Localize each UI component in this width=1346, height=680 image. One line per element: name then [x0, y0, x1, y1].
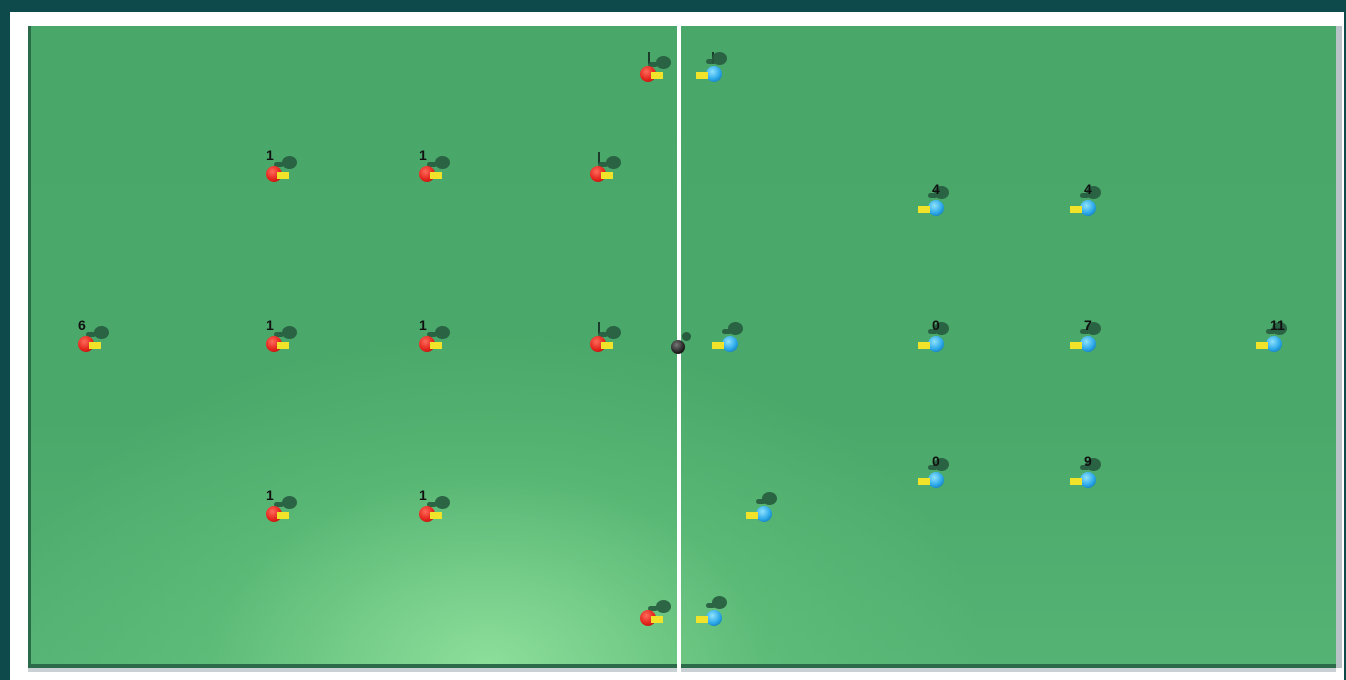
player-number: 4: [932, 182, 940, 196]
red-player[interactable]: [636, 52, 676, 88]
player-number: 6: [78, 318, 86, 332]
hockey-stick-icon: [712, 342, 724, 349]
player-shadow: [282, 496, 297, 509]
blue-player[interactable]: 4: [1064, 186, 1104, 222]
blue-player[interactable]: 7: [1064, 322, 1104, 358]
red-player[interactable]: 1: [262, 322, 302, 358]
player-shadow: [435, 156, 450, 169]
red-player[interactable]: 1: [262, 152, 302, 188]
player-shadow: [762, 492, 777, 505]
blue-player[interactable]: [706, 322, 746, 358]
player-shadow: [656, 56, 671, 69]
blue-player[interactable]: [690, 52, 730, 88]
player-shadow: [712, 596, 727, 609]
blue-player-marker: [1080, 200, 1096, 216]
blue-player-marker: [706, 66, 722, 82]
red-player[interactable]: 1: [262, 492, 302, 528]
ball-shadow: [682, 332, 691, 341]
hockey-stick-icon: [651, 616, 663, 623]
hockey-stick-icon: [277, 342, 289, 349]
player-shadow: [656, 600, 671, 613]
blue-player-marker: [722, 336, 738, 352]
hockey-stick-icon: [1070, 478, 1082, 485]
blue-player[interactable]: 0: [912, 458, 952, 494]
hockey-stick-icon: [918, 478, 930, 485]
player-shadow: [606, 156, 621, 169]
blue-player[interactable]: [740, 492, 780, 528]
hockey-stick-icon: [1070, 206, 1082, 213]
blue-player-marker: [756, 506, 772, 522]
hockey-stick-icon: [651, 72, 663, 79]
player-number: 0: [932, 454, 940, 468]
blue-player-marker: [1080, 472, 1096, 488]
blue-player[interactable]: 0: [912, 322, 952, 358]
blue-player-marker: [1266, 336, 1282, 352]
blue-player[interactable]: 4: [912, 186, 952, 222]
red-player[interactable]: 6: [74, 322, 114, 358]
player-shadow: [435, 496, 450, 509]
player-number: 1: [266, 488, 274, 502]
player-number: 1: [419, 488, 427, 502]
hockey-stick-icon: [277, 512, 289, 519]
blue-player-marker: [1080, 336, 1096, 352]
blue-player[interactable]: [690, 596, 730, 632]
ball-icon[interactable]: [671, 340, 685, 354]
red-player[interactable]: 1: [415, 322, 455, 358]
red-player[interactable]: [586, 322, 626, 358]
player-number: 1: [266, 318, 274, 332]
player-number: 11: [1270, 318, 1285, 332]
hockey-stick-icon: [696, 72, 708, 79]
blue-player-marker: [928, 472, 944, 488]
player-number: 1: [419, 318, 427, 332]
player-shadow: [728, 322, 743, 335]
player-number: 4: [1084, 182, 1092, 196]
blue-player[interactable]: 11: [1250, 322, 1290, 358]
player-number: 1: [266, 148, 274, 162]
red-player[interactable]: 1: [415, 492, 455, 528]
player-shadow: [94, 326, 109, 339]
hockey-stick-icon: [430, 512, 442, 519]
hockey-stick-icon: [430, 172, 442, 179]
hockey-stick-icon: [601, 172, 613, 179]
hockey-stick-icon: [89, 342, 101, 349]
player-shadow: [282, 156, 297, 169]
hockey-stick-icon: [277, 172, 289, 179]
hockey-stick-icon: [918, 206, 930, 213]
player-shadow: [435, 326, 450, 339]
blue-player[interactable]: 9: [1064, 458, 1104, 494]
hockey-stick-icon: [746, 512, 758, 519]
hockey-stick-icon: [601, 342, 613, 349]
blue-player-marker: [706, 610, 722, 626]
hockey-stick-icon: [696, 616, 708, 623]
hockey-stick-icon: [430, 342, 442, 349]
hockey-stick-icon: [918, 342, 930, 349]
red-player[interactable]: [636, 596, 676, 632]
player-shadow: [282, 326, 297, 339]
blue-player-marker: [928, 336, 944, 352]
red-player[interactable]: 1: [415, 152, 455, 188]
player-number: 9: [1084, 454, 1092, 468]
blue-player-marker: [928, 200, 944, 216]
red-player[interactable]: [586, 152, 626, 188]
hockey-stick-icon: [1256, 342, 1268, 349]
hockey-stick-icon: [1070, 342, 1082, 349]
player-number: 7: [1084, 318, 1092, 332]
player-number: 1: [419, 148, 427, 162]
player-number: 0: [932, 318, 940, 332]
player-shadow: [606, 326, 621, 339]
player-shadow: [712, 52, 727, 65]
